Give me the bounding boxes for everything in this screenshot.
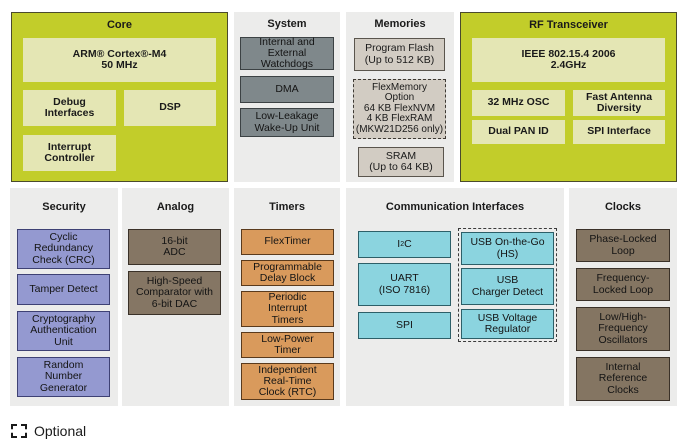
i2c-label-sup: 2 [400, 240, 405, 248]
sram-block: SRAM (Up to 64 KB) [358, 147, 444, 177]
tamper-detect-block: Tamper Detect [17, 274, 110, 305]
fll-block: Frequency- Locked Loop [576, 268, 670, 301]
low-power-timer-block: Low-Power Timer [241, 332, 334, 358]
analog-panel: Analog 16-bit ADC High-Speed Comparator … [122, 188, 229, 406]
debug-interfaces-block: Debug Interfaces [23, 90, 116, 126]
cpu-block: ARM® Cortex®-M4 50 MHz [23, 38, 216, 82]
antenna-diversity-block: Fast Antenna Diversity [573, 90, 665, 116]
usb-optional-group [458, 228, 557, 342]
dma-block: DMA [240, 76, 334, 103]
oscillators-block: Low/High- Frequency Oscillators [576, 307, 670, 351]
adc-block: 16-bit ADC [128, 229, 221, 265]
wakeup-unit-block: Low-Leakage Wake-Up Unit [240, 108, 334, 137]
usb-voltage-regulator-block: USB Voltage Regulator [461, 309, 554, 339]
crc-block: Cyclic Redundancy Check (CRC) [17, 229, 110, 269]
internal-reference-clocks-block: Internal Reference Clocks [576, 357, 670, 401]
core-panel: Core ARM® Cortex®-M4 50 MHz Debug Interf… [11, 12, 228, 182]
flextimer-block: FlexTimer [241, 229, 334, 255]
osc-block: 32 MHz OSC [472, 90, 565, 116]
uart-block: UART (ISO 7816) [358, 263, 451, 306]
legend-optional-label: Optional [34, 423, 87, 439]
communication-title: Communication Interfaces [385, 201, 525, 213]
analog-title: Analog [156, 201, 195, 213]
rng-block: Random Number Generator [17, 357, 110, 397]
ieee-block: IEEE 802.15.4 2006 2.4GHz [472, 38, 665, 82]
watchdogs-block: Internal and External Watchdogs [240, 36, 334, 70]
security-title: Security [42, 201, 86, 213]
core-title: Core [106, 19, 133, 31]
delay-block: Programmable Delay Block [241, 260, 334, 286]
flexmemory-block: FlexMemory Option 64 KB FlexNVM 4 KB Fle… [353, 79, 446, 139]
rf-transceiver-panel: RF Transceiver IEEE 802.15.4 2006 2.4GHz… [460, 12, 677, 182]
dsp-block: DSP [124, 90, 216, 126]
spi-interface-block: SPI Interface [573, 120, 665, 144]
cpu-frequency: 50 MHz [101, 59, 138, 71]
spi-block: SPI [358, 312, 451, 339]
pll-block: Phase-Locked Loop [576, 229, 670, 262]
clocks-title: Clocks [604, 201, 642, 213]
clocks-panel: Clocks Phase-Locked Loop Frequency- Lock… [569, 188, 677, 406]
i2c-label-c: C [404, 237, 412, 250]
legend: Optional [11, 423, 86, 439]
memories-title: Memories [374, 18, 426, 30]
rtc-block: Independent Real-Time Clock (RTC) [241, 363, 334, 400]
timers-title: Timers [269, 201, 305, 213]
comparator-block: High-Speed Comparator with 6-bit DAC [128, 271, 221, 315]
system-title: System [267, 18, 307, 30]
program-flash-block: Program Flash (Up to 512 KB) [354, 38, 445, 71]
interrupt-controller-block: Interrupt Controller [23, 135, 116, 171]
cpu-name: ARM® Cortex®-M4 [72, 47, 167, 60]
security-panel: Security Cyclic Redundancy Check (CRC) T… [10, 188, 118, 406]
cryptography-block: Cryptography Authentication Unit [17, 311, 110, 351]
memories-panel: Memories Program Flash (Up to 512 KB) Fl… [346, 12, 454, 182]
rf-title: RF Transceiver [529, 19, 608, 31]
usb-otg-block: USB On-the-Go (HS) [461, 232, 554, 265]
periodic-interrupt-timers-block: Periodic Interrupt Timers [241, 291, 334, 327]
usb-charger-detect-block: USB Charger Detect [461, 268, 554, 305]
i2c-label-i: I [397, 237, 401, 250]
dashed-box-icon [11, 424, 27, 438]
system-panel: System Internal and External Watchdogs D… [234, 12, 340, 182]
timers-panel: Timers FlexTimer Programmable Delay Bloc… [234, 188, 340, 406]
dual-pan-block: Dual PAN ID [472, 120, 565, 144]
